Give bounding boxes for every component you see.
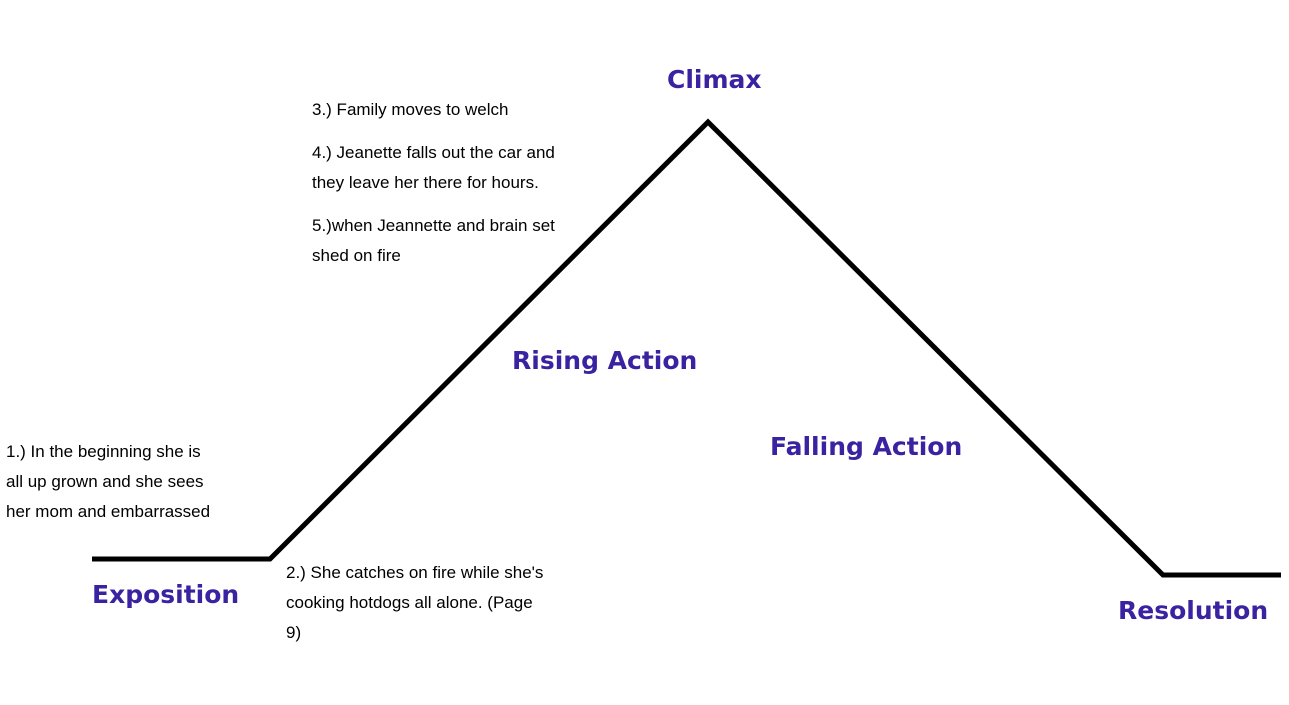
note-5: 5.)when Jeannette and brain set shed on … — [312, 211, 555, 271]
note-4-line-1: 4.) Jeanette falls out the car and — [312, 143, 555, 162]
note-4-line-2: they leave her there for hours. — [312, 173, 539, 192]
note-5-line-1: 5.)when Jeannette and brain set — [312, 216, 555, 235]
note-5-line-2: shed on fire — [312, 246, 401, 265]
note-2-line-1: 2.) She catches on fire while she's — [286, 563, 544, 582]
note-1-line-1: 1.) In the beginning she is — [6, 442, 201, 461]
note-4: 4.) Jeanette falls out the car and they … — [312, 138, 555, 198]
resolution-label: Resolution — [1118, 596, 1269, 625]
falling-action-label: Falling Action — [770, 432, 963, 461]
plot-line — [92, 118, 1281, 578]
note-1-line-2: all up grown and she sees — [6, 472, 204, 491]
climax-label: Climax — [667, 65, 762, 94]
note-1: 1.) In the beginning she is all up grown… — [6, 437, 210, 527]
exposition-label: Exposition — [92, 580, 240, 609]
note-3-line-1: 3.) Family moves to welch — [312, 100, 509, 119]
note-2-line-2: cooking hotdogs all alone. (Page — [286, 593, 533, 612]
note-2: 2.) She catches on fire while she's cook… — [286, 558, 543, 648]
note-3: 3.) Family moves to welch — [312, 95, 509, 125]
rising-action-label: Rising Action — [512, 346, 698, 375]
note-2-line-3: 9) — [286, 623, 302, 642]
note-1-line-3: her mom and embarrassed — [6, 502, 211, 521]
